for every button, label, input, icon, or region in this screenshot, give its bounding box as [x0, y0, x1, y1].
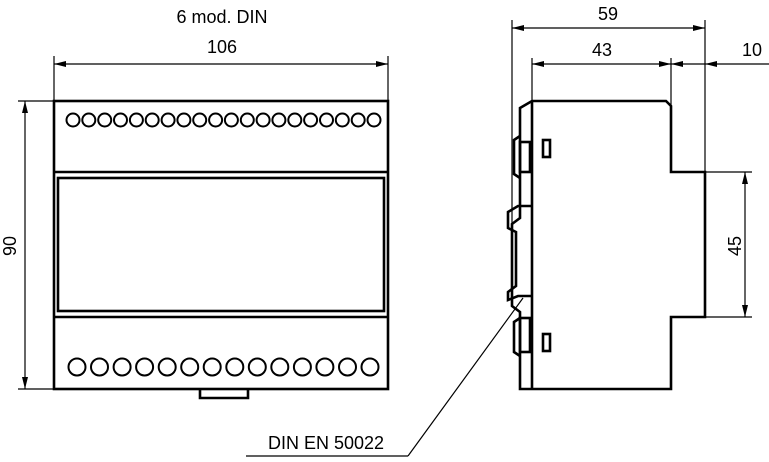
- bottom-terminal-row: [67, 357, 380, 377]
- bottom-terminal-hole: [247, 357, 267, 377]
- front-width-dimension: [53, 56, 389, 100]
- top-terminal-hole: [255, 112, 271, 128]
- top-terminal-hole: [334, 112, 350, 128]
- body-depth-dimension: [531, 58, 672, 105]
- total-depth-dimension: [511, 20, 706, 224]
- top-terminal-row: [65, 112, 382, 128]
- top-terminal-hole: [287, 112, 303, 128]
- lower-latch-block: [518, 316, 532, 354]
- bottom-terminal-hole: [338, 357, 357, 377]
- top-terminal-hole: [208, 112, 224, 128]
- top-terminal-hole: [97, 112, 113, 128]
- top-terminal-hole: [271, 112, 287, 128]
- top-terminal-hole: [128, 112, 144, 128]
- body-depth-label: 43: [592, 40, 612, 60]
- bottom-terminal-hole: [270, 357, 290, 377]
- bottom-terminal-hole: [202, 357, 222, 377]
- bottom-terminal-hole: [292, 357, 312, 377]
- top-terminal-hole: [65, 112, 81, 128]
- bottom-terminal-hole: [157, 357, 177, 377]
- lower-latch: [512, 316, 521, 358]
- din-clip-tab: [198, 389, 250, 400]
- front-width-label: 106: [207, 37, 237, 57]
- front-display-window: [56, 176, 386, 313]
- top-terminal-hole: [144, 112, 160, 128]
- lower-slot: [541, 332, 552, 353]
- module-size-label: 6 mod. DIN: [176, 7, 267, 27]
- top-terminal-hole: [160, 112, 176, 128]
- top-terminal-hole: [81, 112, 97, 128]
- bottom-terminal-hole: [360, 357, 380, 377]
- top-terminal-hole: [176, 112, 192, 128]
- bottom-terminal-hole: [112, 357, 132, 377]
- front-view: [52, 99, 390, 400]
- top-terminal-hole: [223, 112, 239, 128]
- front-body-outline: [52, 99, 390, 391]
- step-depth-label: 10: [742, 40, 762, 60]
- bottom-terminal-hole: [67, 357, 87, 377]
- upper-slot: [541, 138, 552, 159]
- top-terminal-hole: [366, 112, 382, 128]
- din-rail-label: DIN EN 50022: [268, 433, 384, 453]
- bottom-terminal-hole: [180, 357, 200, 377]
- top-terminal-hole: [303, 112, 319, 128]
- step-height-label: 45: [725, 236, 745, 256]
- top-terminal-hole: [113, 112, 128, 128]
- top-terminal-hole: [192, 112, 208, 128]
- side-view: [506, 99, 707, 391]
- din-rail-leader: [246, 297, 524, 457]
- side-body-outline: [510, 99, 707, 391]
- total-depth-label: 59: [598, 4, 618, 24]
- step-depth-dimension: [671, 61, 769, 67]
- upper-latch-block: [518, 140, 532, 174]
- upper-latch: [512, 134, 521, 180]
- height-label: 90: [0, 236, 20, 256]
- height-dimension: [18, 100, 53, 390]
- din-rail-profile: [506, 204, 532, 302]
- bottom-terminal-hole: [225, 357, 245, 377]
- top-terminal-hole: [350, 112, 366, 128]
- bottom-terminal-hole: [315, 357, 335, 377]
- bottom-terminal-hole: [135, 357, 155, 377]
- top-terminal-hole: [319, 112, 334, 128]
- step-height-dimension: [706, 171, 752, 318]
- top-terminal-hole: [239, 112, 255, 128]
- bottom-terminal-hole: [90, 357, 109, 377]
